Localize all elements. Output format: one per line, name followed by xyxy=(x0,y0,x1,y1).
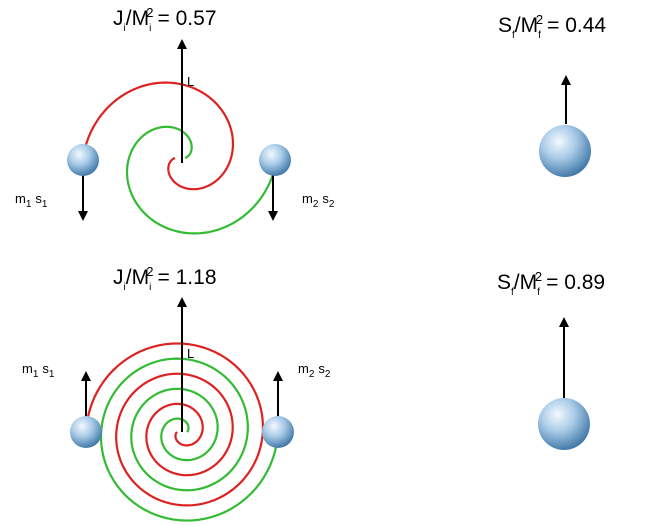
inspiral-track-red xyxy=(84,342,265,507)
row-2-initial-label: Ji/Mi2= 1.18 xyxy=(113,264,217,293)
black-hole-1 xyxy=(67,144,99,176)
black-hole-1 xyxy=(70,416,102,448)
row-1-initial-label: Ji/Mi2= 0.57 xyxy=(113,5,217,34)
row-1-final: Sf/Mf2= 0.44 xyxy=(498,12,606,177)
row-1-final-label: Sf/Mf2= 0.44 xyxy=(498,12,606,41)
black-hole-2 xyxy=(262,416,294,448)
final-black-hole xyxy=(538,398,590,450)
final-black-hole xyxy=(539,125,591,177)
inspiral-track-green xyxy=(125,125,279,235)
angular-momentum-label: L xyxy=(187,346,194,361)
angular-momentum-label: L xyxy=(187,74,194,89)
row-2-final: Sf/Mf2= 0.89 xyxy=(497,269,605,450)
inspiral-track-green xyxy=(99,357,280,522)
inspiral-track-red xyxy=(81,81,235,191)
black-hole-2 xyxy=(259,144,291,176)
row-2-final-label: Sf/Mf2= 0.89 xyxy=(497,269,605,298)
